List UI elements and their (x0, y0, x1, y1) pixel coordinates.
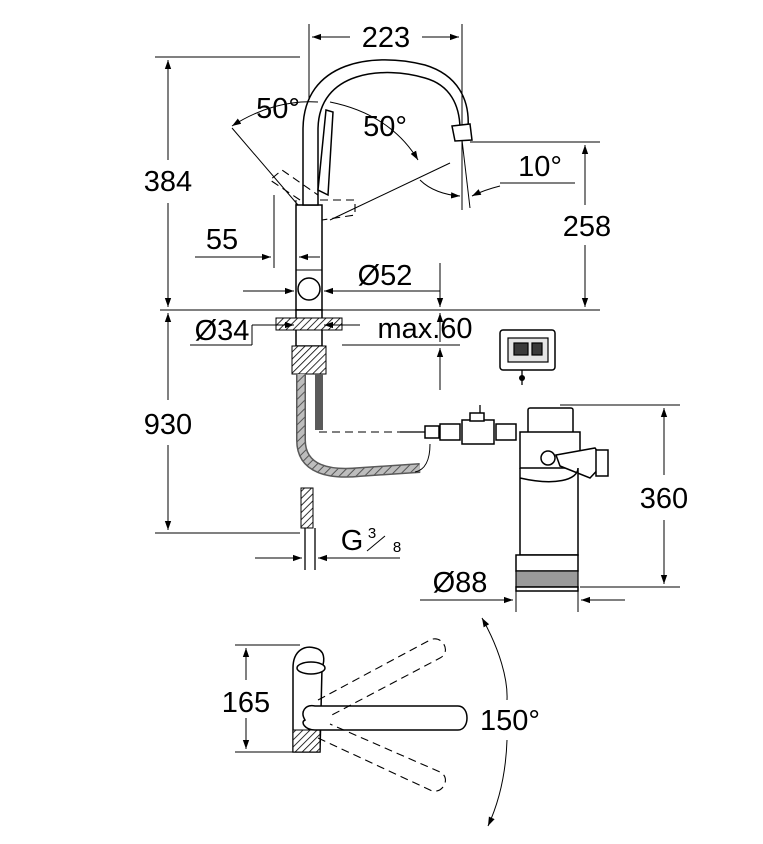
filter-band (515, 570, 579, 588)
swivel-angle-left-label: 50° (256, 93, 300, 125)
dim-body-diameter: Ø52 (243, 260, 444, 307)
thread-denominator: 8 (393, 539, 401, 556)
filter-display-unit (499, 329, 556, 385)
filter-cartridge (515, 407, 609, 592)
filter-knob (540, 450, 556, 466)
body-base-ring (297, 277, 321, 301)
dim-thread: G 3 8 (255, 525, 401, 562)
dim-spout-height: 258 (470, 141, 611, 307)
max-deck-label: max.60 (377, 313, 472, 345)
lever (317, 109, 334, 197)
display-led (519, 375, 525, 381)
top-base-hatch (292, 729, 321, 753)
display-digit (531, 342, 543, 356)
hose-connector (414, 443, 431, 473)
filter-diameter-label: Ø88 (433, 567, 488, 599)
spout-height-label: 258 (563, 211, 611, 243)
filter-band-top (515, 554, 579, 572)
threaded-connector (291, 345, 327, 375)
rotation-angle-label: 150° (480, 705, 540, 737)
top-spout (302, 704, 468, 731)
thread-numerator: 3 (368, 525, 376, 542)
hose-main-pattern (297, 374, 421, 477)
dim-spout-reach: 223 (308, 22, 463, 125)
top-depth-label: 165 (222, 687, 270, 719)
display-digit (513, 342, 529, 356)
faucet-top-view (292, 638, 468, 792)
dim-lever-offset: 55 (195, 195, 320, 268)
total-height-label: 384 (144, 166, 192, 198)
thread-label: G (341, 525, 364, 557)
hose-length-label: 930 (144, 409, 192, 441)
dim-total-height: 384 (144, 56, 300, 307)
body-diameter-label: Ø52 (358, 260, 413, 292)
dim-tilt-angle: 10° (419, 139, 575, 210)
spout-tip (451, 123, 473, 142)
filter-body (519, 467, 579, 556)
dim-max-deck: max.60 (342, 313, 473, 390)
filter-bottom (515, 586, 579, 592)
hole-diameter-label: Ø34 (195, 315, 250, 347)
top-lever (296, 661, 326, 675)
spout-reach-label: 223 (362, 22, 410, 54)
dim-lever-angles: 50° 50° (231, 93, 451, 221)
tilt-angle-label: 10° (518, 151, 562, 183)
top-spout-ghost-lower (317, 723, 446, 792)
swivel-angle-right-label: 50° (363, 111, 407, 143)
dim-hose-length: 930 (144, 313, 300, 534)
wall-mount (595, 449, 609, 477)
dim-rotation-angle: 150° (480, 617, 540, 827)
dim-filter-diameter: Ø88 (420, 567, 625, 612)
dim-top-depth: 165 (222, 644, 300, 753)
supply-connector (300, 487, 314, 529)
dim-hole-diameter: Ø34 (190, 315, 360, 347)
top-spout-ghost-upper (317, 638, 446, 717)
dim-filter-height: 360 (560, 404, 688, 588)
mounting-nut (275, 317, 343, 331)
bypass-valve (400, 405, 517, 473)
lever-offset-label: 55 (206, 224, 238, 256)
lever-ghost-right (320, 199, 356, 221)
filter-height-label: 360 (640, 483, 688, 515)
